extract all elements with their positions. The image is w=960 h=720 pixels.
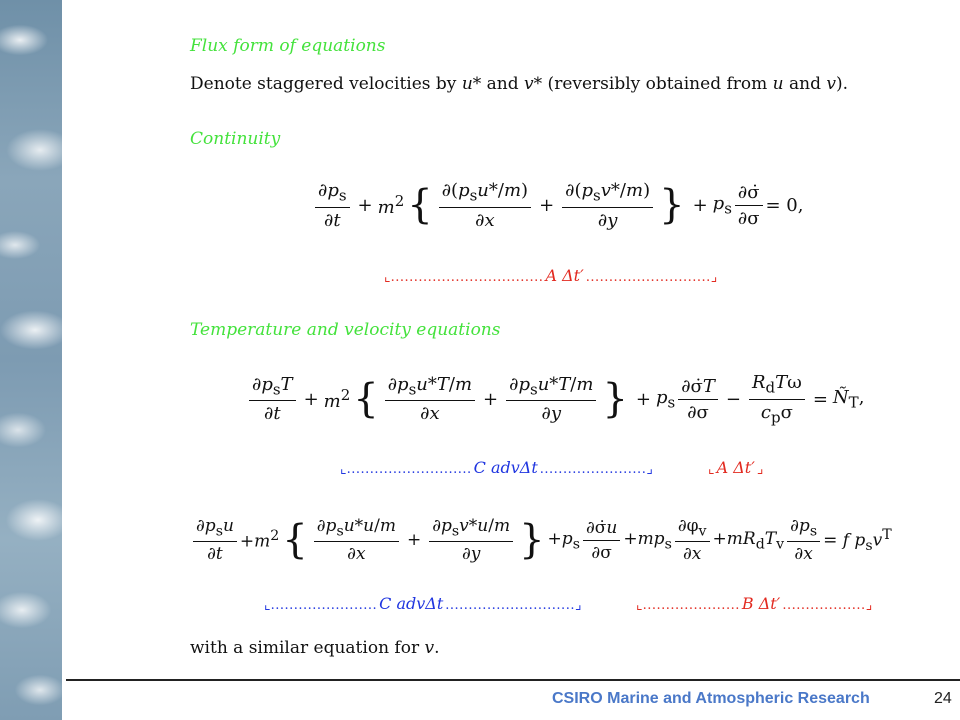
intro-part-1: Denote staggered velocities by xyxy=(190,74,462,94)
temperature-underbrace-a-label: A Δt′ xyxy=(716,458,755,477)
velocity-underbrace-c-adv: ⌞.......................C advΔt.........… xyxy=(264,594,582,613)
continuity-equation: ∂ps∂t +m2 { ∂(psu*/m)∂x + ∂(psv*/m)∂y } … xyxy=(312,180,803,231)
continuity-underbrace-a: ⌞.................................A Δt′.… xyxy=(384,266,718,285)
sky-background-strip xyxy=(0,0,62,720)
intro-v: v xyxy=(826,74,836,94)
footer-divider xyxy=(66,679,960,681)
intro-u-star: u* xyxy=(461,74,482,94)
velocity-underbrace-b-label: B Δt′ xyxy=(741,594,781,613)
temperature-equation: ∂psT∂t +m2 { ∂psu*T/m∂x + ∂psu*T/m∂y } +… xyxy=(246,372,864,426)
closing-part-1: with a similar equation for xyxy=(190,638,425,658)
temperature-underbrace-c-adv-label: C advΔt xyxy=(473,458,538,477)
heading-temperature-velocity: Temperature and velocity equations xyxy=(190,320,501,340)
intro-part-4: and xyxy=(783,74,827,94)
intro-v-star: v* xyxy=(524,74,543,94)
closing-part-2: . xyxy=(434,638,440,658)
intro-part-2: and xyxy=(481,74,525,94)
footer-organization: CSIRO Marine and Atmospheric Research xyxy=(552,690,870,707)
temperature-underbrace-c-adv: ⌞...........................C advΔt.....… xyxy=(340,458,653,477)
intro-part-5: ). xyxy=(836,74,849,94)
velocity-equation: ∂psu∂t +m2 { ∂psu*u/m∂x + ∂psv*u/m∂y } +… xyxy=(190,516,892,564)
temperature-underbrace-a: ⌞A Δt′⌟ xyxy=(708,458,764,477)
intro-u: u xyxy=(772,74,784,94)
intro-sentence: Denote staggered velocities by u* and v*… xyxy=(190,74,848,94)
closing-sentence: with a similar equation for v. xyxy=(190,638,440,658)
closing-v: v xyxy=(424,638,435,658)
velocity-underbrace-c-adv-label: C advΔt xyxy=(379,594,444,613)
page-number: 24 xyxy=(934,690,952,707)
heading-flux-form: Flux form of equations xyxy=(190,36,386,56)
continuity-underbrace-label: A Δt′ xyxy=(545,266,584,285)
heading-continuity: Continuity xyxy=(190,129,281,149)
velocity-underbrace-b: ⌞.....................B Δt′.............… xyxy=(636,594,873,613)
intro-part-3: (reversibly obtained from xyxy=(542,74,773,94)
